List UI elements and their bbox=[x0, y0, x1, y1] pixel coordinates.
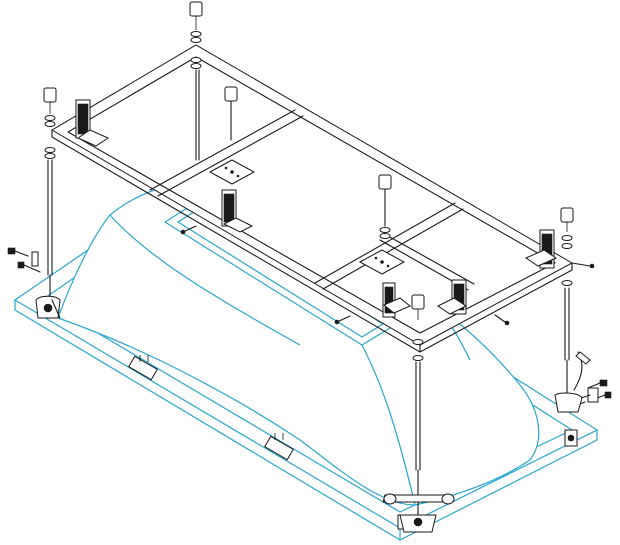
foot-left bbox=[35, 295, 61, 319]
bracket-center-2 bbox=[437, 279, 467, 315]
screw-set-left bbox=[7, 247, 41, 273]
leg-center-front bbox=[412, 339, 424, 496]
bracket-mid bbox=[221, 189, 254, 233]
bolt-center-front bbox=[411, 294, 425, 320]
bracket-left bbox=[75, 99, 110, 147]
foot-center-front bbox=[382, 493, 455, 533]
screw-center-left bbox=[180, 225, 595, 326]
leg-left bbox=[44, 147, 56, 301]
leg-top-center bbox=[190, 57, 202, 161]
rim-clip-back-right bbox=[564, 429, 578, 447]
threaded-legs bbox=[7, 1, 612, 496]
mount-plate-right bbox=[358, 249, 406, 275]
support-frame bbox=[51, 44, 574, 353]
bolt-right bbox=[560, 207, 574, 249]
frame-inner bbox=[67, 56, 556, 334]
bolt-mid-left bbox=[224, 86, 238, 141]
bracket-center-1 bbox=[382, 282, 411, 318]
tub-basin bbox=[57, 175, 540, 506]
adjustable-feet bbox=[35, 295, 591, 533]
bolt-left bbox=[43, 87, 57, 127]
rim-clip-front-left bbox=[128, 355, 158, 381]
bolt-center bbox=[378, 174, 392, 239]
bolt-top-center bbox=[189, 1, 203, 43]
leg-right bbox=[561, 280, 573, 396]
foot-right bbox=[554, 351, 591, 413]
bracket-right bbox=[524, 229, 558, 269]
frame-crossbar-1 bbox=[149, 109, 296, 191]
rim-clip-front-mid bbox=[264, 433, 294, 461]
mount-plate-left bbox=[208, 159, 256, 185]
